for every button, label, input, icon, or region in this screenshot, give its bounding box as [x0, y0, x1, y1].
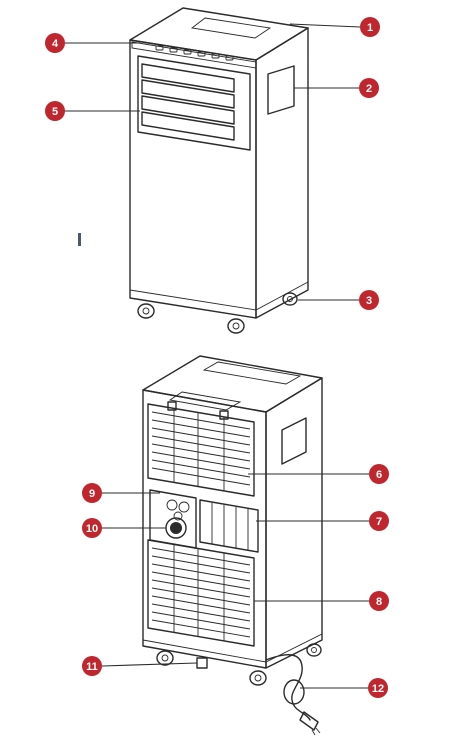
hose-connector	[166, 499, 190, 521]
svg-text:3: 3	[366, 295, 372, 307]
svg-text:11: 11	[86, 661, 98, 673]
rear-casters	[156, 643, 322, 686]
callout-6: 6	[369, 464, 389, 484]
front-casters	[137, 292, 298, 334]
upper-air-inlet-grille	[147, 403, 255, 497]
lower-grille-slats	[151, 544, 251, 641]
callout-12: 12	[368, 678, 388, 698]
front-base-rim	[129, 281, 309, 311]
svg-text:6: 6	[376, 469, 382, 481]
control-panel	[131, 41, 257, 69]
rear-side-face	[265, 377, 323, 669]
callout-9: 9	[82, 483, 102, 503]
callout-8: 8	[369, 591, 389, 611]
callout-7: 7	[369, 511, 389, 531]
rear-top-handle	[168, 391, 242, 411]
svg-text:8: 8	[376, 596, 382, 608]
svg-text:2: 2	[366, 83, 372, 95]
drain-outlet-knob	[165, 517, 187, 539]
upper-grille-slats	[151, 408, 251, 491]
air-outlet-louvers	[141, 63, 235, 141]
callout-10: 10	[82, 518, 102, 538]
callout-badges: 1 2 3 4 5 6 7 8	[45, 17, 389, 698]
rear-base-rim	[142, 633, 323, 663]
callout-3: 3	[359, 290, 379, 310]
svg-text:4: 4	[52, 38, 59, 50]
rear-view	[142, 355, 323, 736]
air-outlet-housing	[137, 55, 251, 151]
svg-text:1: 1	[367, 22, 373, 34]
callout-2: 2	[359, 78, 379, 98]
bottom-drain-plug	[196, 657, 208, 669]
exhaust-air-outlet	[199, 499, 259, 553]
front-view	[78, 7, 309, 334]
section-marker	[78, 233, 81, 246]
svg-text:10: 10	[86, 523, 98, 535]
side-air-filter	[267, 65, 295, 115]
svg-text:9: 9	[89, 488, 95, 500]
power-cord	[265, 654, 321, 736]
exhaust-slats	[211, 503, 249, 550]
front-side-face	[255, 27, 309, 319]
callout-4: 4	[45, 33, 65, 53]
rear-control-strip	[202, 361, 302, 385]
front-top-handle	[190, 17, 272, 39]
lower-air-inlet-grille	[147, 539, 255, 647]
rear-side-window	[281, 417, 307, 465]
power-plug	[299, 711, 319, 731]
svg-text:12: 12	[372, 683, 384, 695]
control-buttons	[155, 45, 234, 61]
callout-5: 5	[45, 101, 65, 121]
leader-lines	[64, 23, 369, 689]
callout-11: 11	[82, 656, 102, 676]
svg-text:7: 7	[376, 516, 382, 528]
callout-1: 1	[360, 17, 380, 37]
svg-text:5: 5	[52, 106, 58, 118]
